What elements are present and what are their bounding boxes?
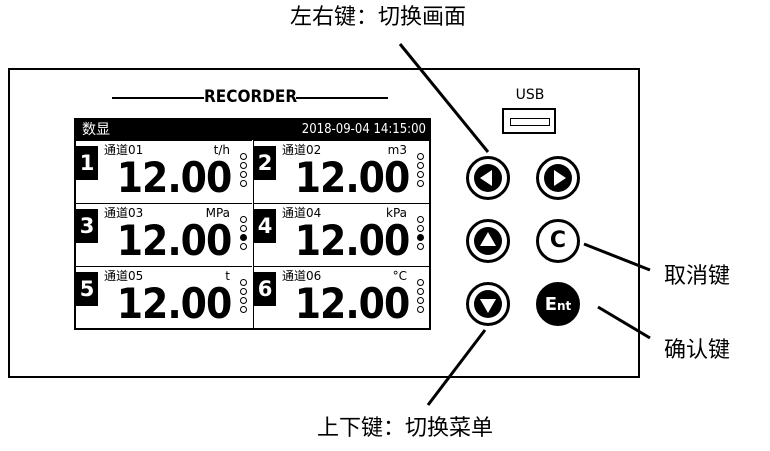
channel-cell-2: 2 通道02 m3 12.00 [253,140,429,203]
screen-header: 数显 2018-09-04 14:15:00 [76,120,429,140]
callout-line-confirm [597,305,651,340]
channel-index: 2 [254,146,276,180]
alarm-dot [417,225,424,232]
channel-name: 通道01 [104,143,144,157]
channel-value: 12.00 [116,279,233,328]
alarm-dot [240,162,247,169]
channel-cell-3: 3 通道03 MPa 12.00 [76,203,252,266]
alarm-dot [417,171,424,178]
callout-line-up-down [426,329,487,406]
alarm-dot [240,171,247,178]
alarm-dot [417,162,424,169]
up-arrow-icon [474,227,502,255]
left-button[interactable] [466,156,510,200]
channel-unit: MPa [205,206,230,220]
channel-name: 通道03 [104,206,144,220]
channel-unit: °C [392,269,407,283]
right-button[interactable] [536,156,580,200]
alarm-dot [240,216,247,223]
title-rule-right [296,97,388,99]
channel-alarm-dots [240,153,248,189]
channel-name: 通道05 [104,269,144,283]
enter-label-main: E [544,294,557,315]
display-screen: 数显 2018-09-04 14:15:00 1 通道01 t/h 12.00 … [74,118,431,330]
channel-value: 12.00 [294,153,411,202]
usb-slot [510,118,550,126]
channel-alarm-dots [240,279,248,315]
channel-index: 5 [76,272,98,306]
left-arrow-icon [474,164,502,192]
channel-value: 12.00 [294,279,411,328]
channel-value: 12.00 [116,153,233,202]
callout-line-left-right [398,43,490,153]
screen-datetime: 2018-09-04 14:15:00 [301,122,426,137]
enter-button-label: Ent [539,285,577,326]
enter-button[interactable]: Ent [536,282,580,326]
channel-unit: t [225,269,230,283]
enter-label-sub: nt [557,299,572,313]
left-right-keys-label: 左右键：切换画面 [290,5,467,30]
right-arrow-icon [544,164,572,192]
alarm-dot [417,297,424,304]
recorder-title: RECORDER [204,87,298,107]
alarm-dot [417,234,424,241]
alarm-dot [240,180,247,187]
channel-name: 通道04 [282,206,322,220]
channel-alarm-dots [417,216,425,252]
alarm-dot [240,297,247,304]
usb-port[interactable] [502,108,556,134]
alarm-dot [417,216,424,223]
alarm-dot [417,288,424,295]
channel-cell-5: 5 通道05 t 12.00 [76,266,252,328]
alarm-dot [240,306,247,313]
callout-line-cancel [583,242,651,272]
channel-cell-1: 1 通道01 t/h 12.00 [76,140,252,203]
alarm-dot [240,153,247,160]
channel-index: 3 [76,209,98,243]
channel-cell-4: 4 通道04 kPa 12.00 [253,203,429,266]
channel-alarm-dots [417,153,425,189]
alarm-dot [417,153,424,160]
alarm-dot [240,225,247,232]
channel-unit: kPa [386,206,407,220]
channel-value: 12.00 [294,216,411,265]
channel-name: 通道02 [282,143,322,157]
cancel-button[interactable]: C [536,219,580,263]
channel-cell-6: 6 通道06 °C 12.00 [253,266,429,328]
usb-label: USB [515,87,545,103]
channel-name: 通道06 [282,269,322,283]
alarm-dot [417,243,424,250]
alarm-dot [417,180,424,187]
channel-value: 12.00 [116,216,233,265]
screen-mode-label: 数显 [82,122,110,138]
channel-index: 4 [254,209,276,243]
alarm-dot [240,243,247,250]
down-arrow-icon [474,290,502,318]
alarm-dot [417,306,424,313]
title-rule-left [112,97,204,99]
channel-unit: m3 [387,143,407,157]
cancel-button-label: C [549,228,567,253]
up-down-keys-label: 上下键：切换菜单 [317,416,494,441]
confirm-key-label: 确认键 [664,338,731,363]
channel-unit: t/h [213,143,230,157]
down-button[interactable] [466,282,510,326]
channel-index: 1 [76,146,98,180]
alarm-dot [417,279,424,286]
alarm-dot [240,234,247,241]
alarm-dot [240,279,247,286]
channel-alarm-dots [240,216,248,252]
up-button[interactable] [466,219,510,263]
channel-alarm-dots [417,279,425,315]
channel-index: 6 [254,272,276,306]
alarm-dot [240,288,247,295]
cancel-key-label: 取消键 [664,264,731,289]
